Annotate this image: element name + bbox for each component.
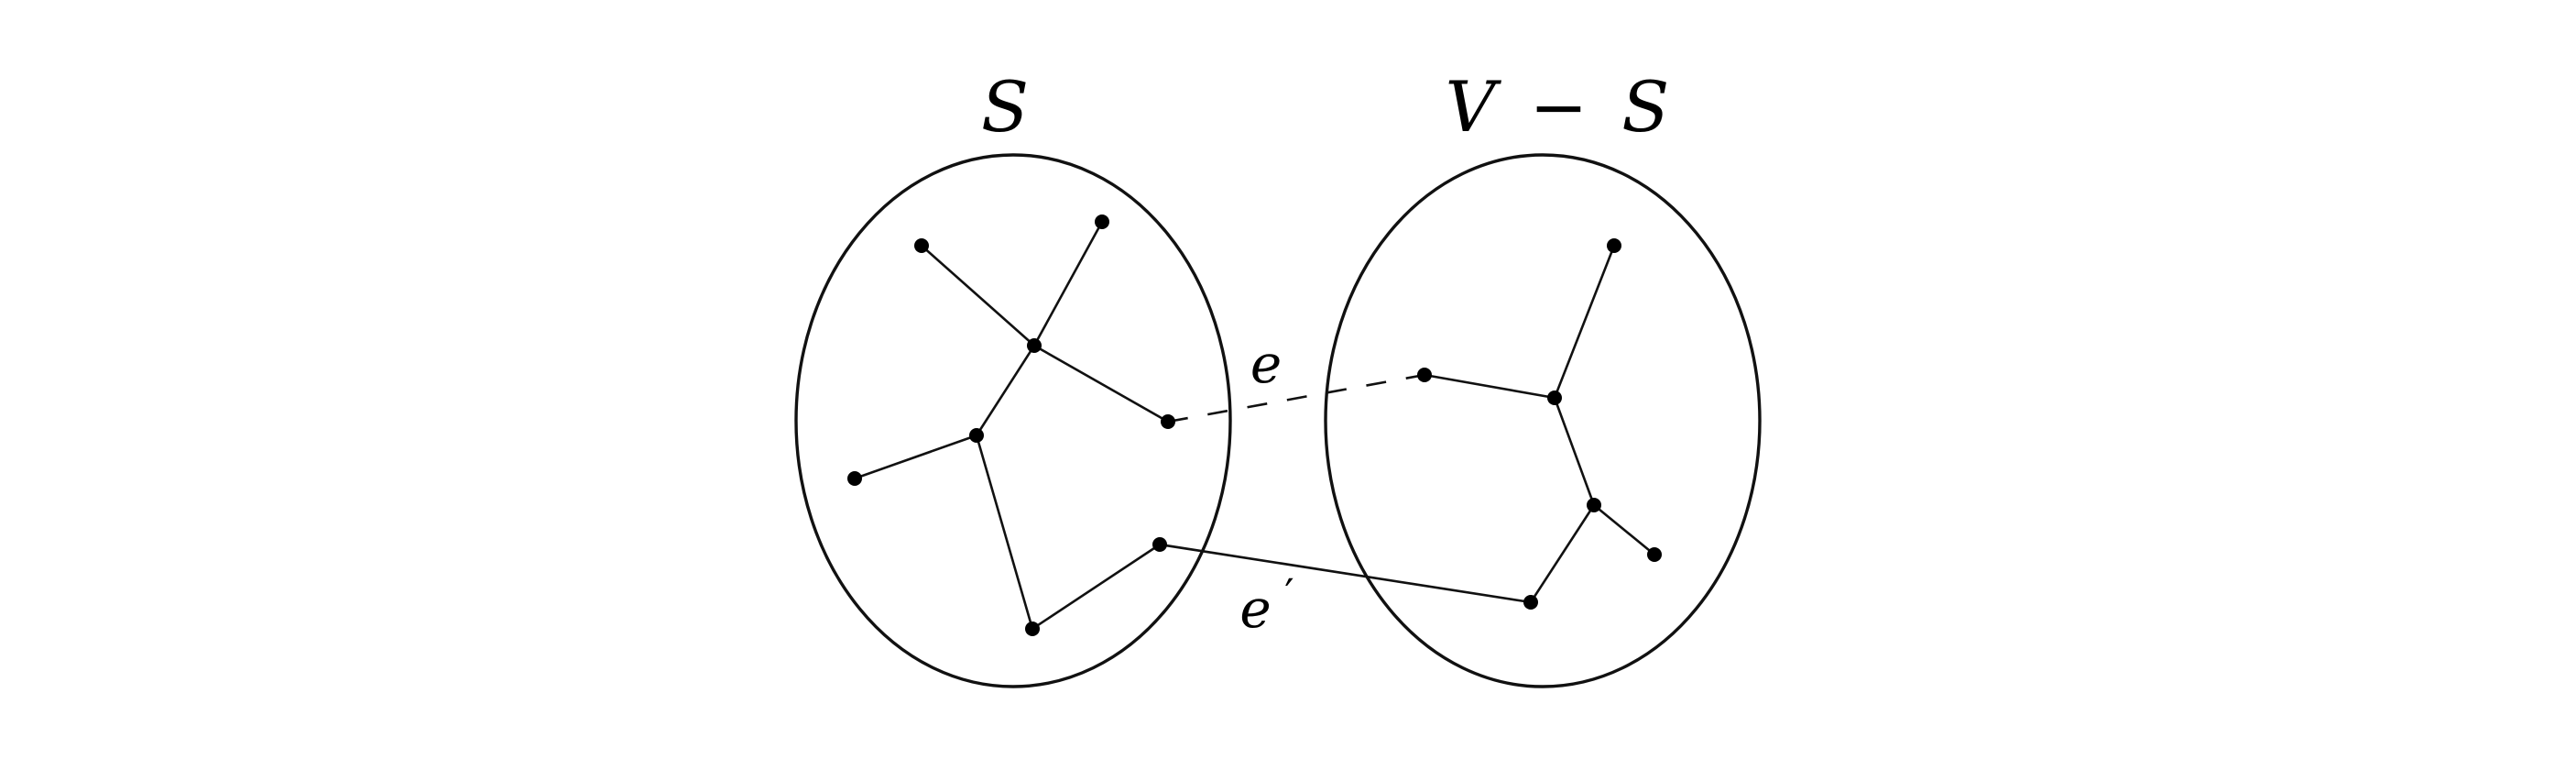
node-s-top-right: [1095, 214, 1109, 229]
label-e-prime-base: e: [1239, 578, 1271, 640]
label-s-complement: S: [1621, 66, 1669, 148]
node-v-right: [1647, 547, 1662, 562]
edge-s-5: [854, 434, 977, 480]
edge-e-dashed: [1167, 373, 1425, 424]
edge-v-4: [1593, 503, 1655, 556]
label-edge-e: e: [1250, 333, 1282, 395]
node-s-cut-endpoint: [1161, 414, 1175, 429]
edge-v-1: [1424, 373, 1555, 400]
edge-s-4: [975, 345, 1036, 436]
node-s-hub: [1027, 338, 1042, 353]
edge-v-2: [1553, 245, 1616, 399]
node-s-left: [847, 471, 862, 486]
edge-v-5: [1529, 504, 1596, 603]
edge-s-6: [975, 434, 1034, 630]
node-s-middle: [969, 428, 984, 443]
edge-v-3: [1553, 397, 1596, 506]
edge-e-prime: [1159, 543, 1532, 604]
edge-s-1: [921, 245, 1035, 346]
label-set-v-minus-s: V − S: [1446, 66, 1670, 148]
node-v-hub: [1547, 390, 1562, 405]
edge-s-2: [1032, 221, 1104, 346]
node-s-bottom: [1025, 622, 1040, 636]
node-v-crossing-endpoint: [1523, 595, 1538, 610]
label-v: V: [1446, 66, 1502, 148]
node-s-crossing-endpoint: [1152, 537, 1167, 552]
node-v-top: [1607, 238, 1621, 253]
label-prime-mark: ′: [1284, 569, 1293, 619]
node-s-top-left: [914, 238, 929, 253]
label-minus: −: [1530, 66, 1588, 148]
node-v-lower-hub: [1587, 498, 1601, 512]
label-edge-e-prime: e ′: [1239, 569, 1293, 640]
edge-s-7: [1031, 543, 1161, 631]
set-s-ellipse: [794, 153, 1232, 688]
node-v-cut-endpoint: [1417, 368, 1432, 382]
edge-s-3: [1033, 344, 1169, 424]
set-v-minus-s-ellipse: [1324, 153, 1762, 688]
label-set-s: S: [981, 66, 1029, 148]
